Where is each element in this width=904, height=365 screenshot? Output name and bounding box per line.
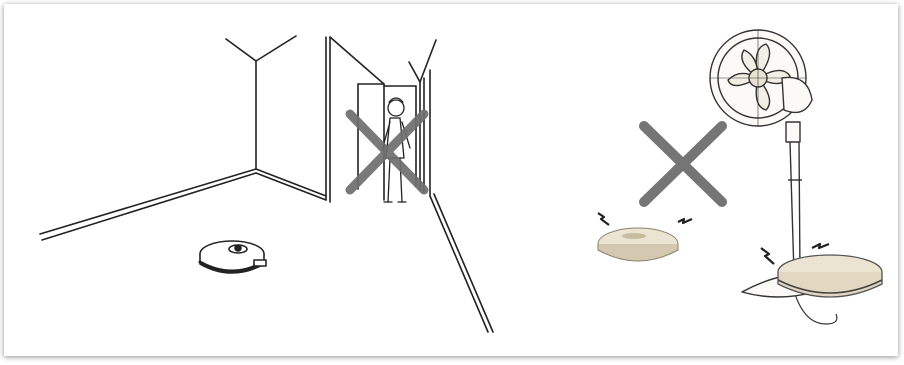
robot-vacuum-small xyxy=(598,213,692,261)
image-frame xyxy=(4,4,898,356)
cross-icon xyxy=(350,114,424,190)
cross-icon xyxy=(644,126,722,202)
robot-vacuum-left xyxy=(200,241,266,273)
illustration xyxy=(4,4,898,356)
room-scene xyxy=(40,36,493,332)
